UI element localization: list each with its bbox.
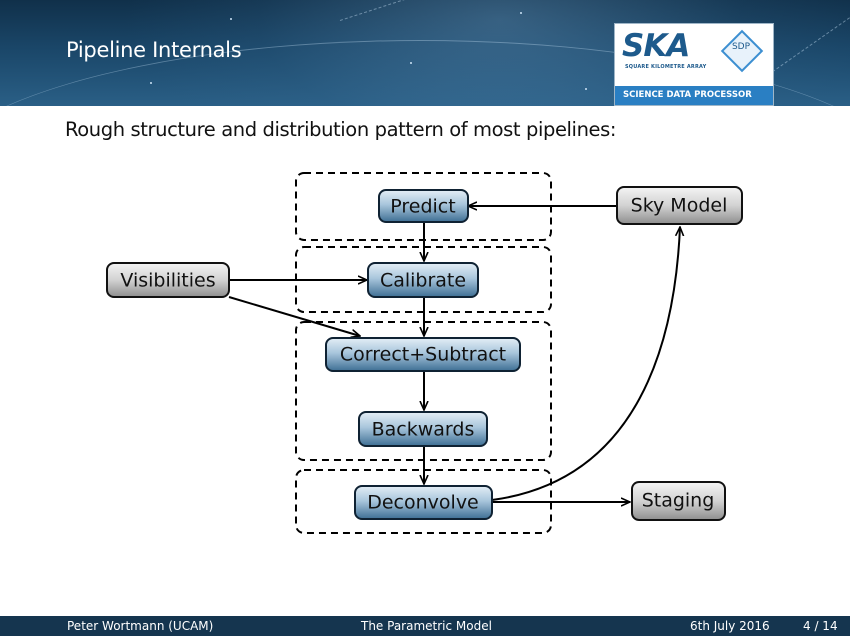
- logo-tagline: SQUARE KILOMETRE ARRAY: [625, 64, 707, 70]
- node-sky-model: Sky Model: [616, 186, 743, 225]
- node-sky-model-label: Sky Model: [631, 195, 728, 217]
- node-calibrate: Calibrate: [367, 262, 479, 298]
- slide-subtitle: Rough structure and distribution pattern…: [65, 118, 617, 141]
- header-arc: [0, 40, 850, 106]
- node-staging: Staging: [631, 481, 726, 521]
- slide-header: Pipeline Internals SKA SQUARE KILOMETRE …: [0, 0, 850, 106]
- header-star: [585, 88, 587, 90]
- logo-badge-text: SDP: [731, 42, 751, 52]
- logo-main-text: SKA: [622, 28, 690, 64]
- slide-footer: Peter Wortmann (UCAM) The Parametric Mod…: [0, 616, 850, 636]
- node-staging-label: Staging: [642, 490, 715, 512]
- header-star: [230, 18, 232, 20]
- logo-bar: SCIENCE DATA PROCESSOR: [615, 86, 773, 105]
- footer-date: 6th July 2016: [690, 619, 770, 633]
- footer-page-number: 4 / 14: [803, 619, 838, 633]
- node-backwards-label: Backwards: [372, 419, 475, 441]
- node-deconvolve: Deconvolve: [354, 485, 493, 520]
- node-visibilities: Visibilities: [106, 262, 230, 298]
- header-star: [150, 82, 152, 84]
- node-predict: Predict: [378, 189, 469, 223]
- node-correct-subtract-label: Correct+Subtract: [340, 344, 506, 366]
- edge-deconvolve-to-skymodel: [491, 227, 680, 501]
- footer-talk-title: The Parametric Model: [361, 619, 492, 633]
- footer-author: Peter Wortmann (UCAM): [67, 619, 214, 633]
- slide-title: Pipeline Internals: [66, 38, 242, 62]
- node-predict-label: Predict: [390, 196, 455, 218]
- node-backwards: Backwards: [358, 411, 488, 447]
- ska-sdp-logo: SKA SQUARE KILOMETRE ARRAY SDP SCIENCE D…: [614, 23, 774, 106]
- header-star: [520, 12, 522, 14]
- node-correct-subtract: Correct+Subtract: [325, 337, 521, 372]
- node-deconvolve-label: Deconvolve: [367, 492, 479, 514]
- node-calibrate-label: Calibrate: [380, 270, 466, 292]
- node-visibilities-label: Visibilities: [120, 270, 215, 292]
- header-star: [410, 62, 412, 64]
- edge-visibilities-to-correct: [228, 296, 360, 336]
